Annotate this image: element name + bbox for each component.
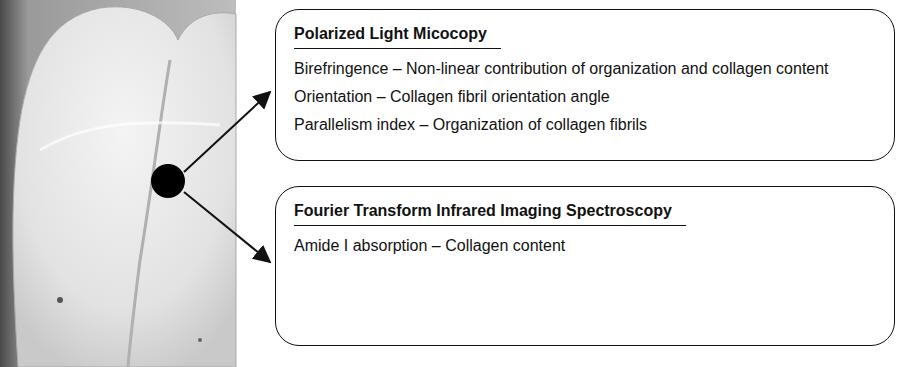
measure-description: Amide I absorption – Collagen content xyxy=(294,236,876,256)
method-box: Polarized Light MicocopyBirefringence – … xyxy=(275,9,895,161)
cartilage-surface xyxy=(13,7,236,367)
method-box: Fourier Transform Infrared Imaging Spect… xyxy=(275,186,895,346)
condyle-groove xyxy=(128,60,170,367)
box-heading: Fourier Transform Infrared Imaging Spect… xyxy=(294,201,686,226)
leader-arrow xyxy=(184,192,270,262)
measure-description: Orientation – Collagen fibril orientatio… xyxy=(294,87,876,107)
spot xyxy=(198,338,202,342)
glare xyxy=(40,123,220,150)
photo xyxy=(0,0,236,367)
measure-description: Birefringence – Non-linear contribution … xyxy=(294,59,876,79)
spot xyxy=(57,297,63,303)
measurement-spot xyxy=(151,164,185,198)
photo-background xyxy=(0,0,236,367)
measure-description: Parallelism index – Organization of coll… xyxy=(294,115,876,135)
leader-arrow xyxy=(184,92,270,172)
box-heading: Polarized Light Micocopy xyxy=(294,24,501,49)
